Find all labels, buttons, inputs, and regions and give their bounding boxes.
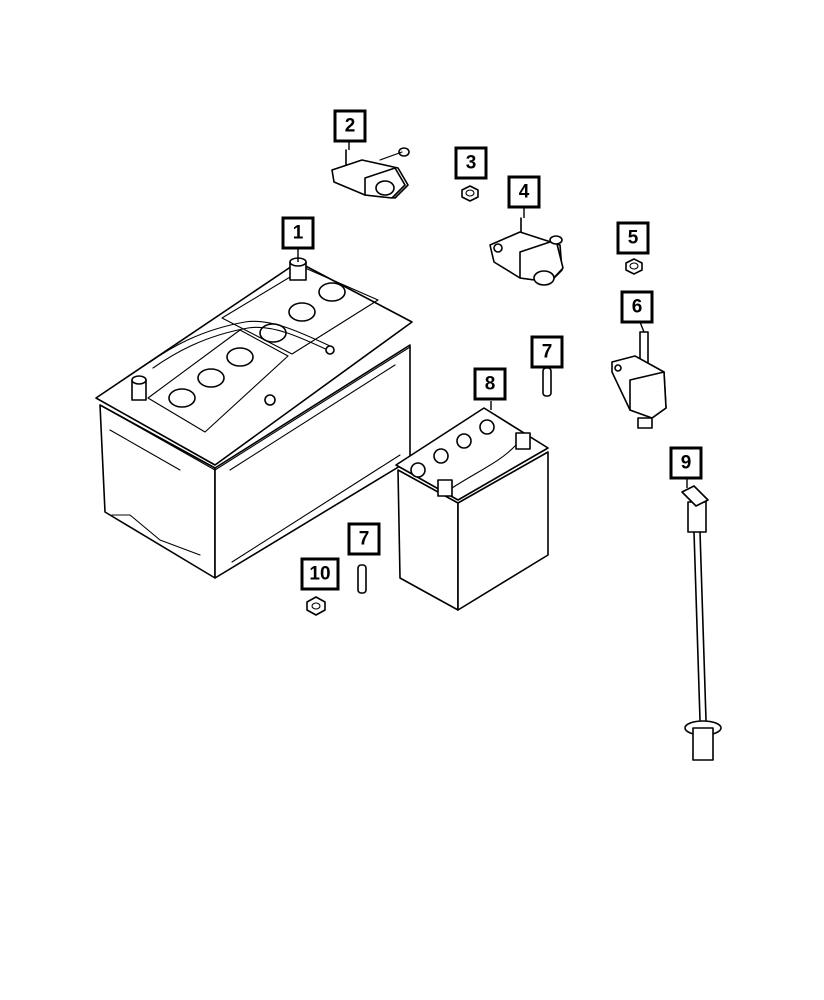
callout-1: 1 xyxy=(281,216,315,250)
battery-sensor xyxy=(331,147,410,199)
callout-5: 5 xyxy=(616,221,650,255)
callout-8: 8 xyxy=(473,367,507,401)
nut-10 xyxy=(306,596,326,616)
nut-5 xyxy=(625,258,643,275)
callout-1-label: 1 xyxy=(293,223,304,244)
callout-3-label: 3 xyxy=(466,153,477,174)
callout-6-label: 6 xyxy=(632,297,643,318)
callout-7b-label: 7 xyxy=(359,529,370,550)
battery-main xyxy=(95,257,413,579)
bracket-sensor xyxy=(611,331,667,429)
stud-7b xyxy=(357,564,367,594)
callout-10: 10 xyxy=(300,557,340,591)
callout-4-label: 4 xyxy=(519,182,530,203)
battery-sensor-2 xyxy=(489,217,564,286)
callout-6: 6 xyxy=(620,290,654,324)
callout-2-label: 2 xyxy=(345,116,356,137)
callout-3: 3 xyxy=(454,146,488,180)
callout-9: 9 xyxy=(669,446,703,480)
callout-10-label: 10 xyxy=(309,564,330,585)
stud-7a xyxy=(542,367,552,397)
callout-4: 4 xyxy=(507,175,541,209)
battery-auxiliary xyxy=(395,407,549,611)
callout-2: 2 xyxy=(333,109,367,143)
nut-3 xyxy=(461,185,479,202)
callout-7a: 7 xyxy=(530,335,564,369)
vent-tube xyxy=(681,485,722,761)
callout-7b: 7 xyxy=(347,522,381,556)
callout-8-label: 8 xyxy=(485,374,496,395)
callout-5-label: 5 xyxy=(628,228,639,249)
callout-7a-label: 7 xyxy=(542,342,553,363)
callout-9-label: 9 xyxy=(681,453,692,474)
